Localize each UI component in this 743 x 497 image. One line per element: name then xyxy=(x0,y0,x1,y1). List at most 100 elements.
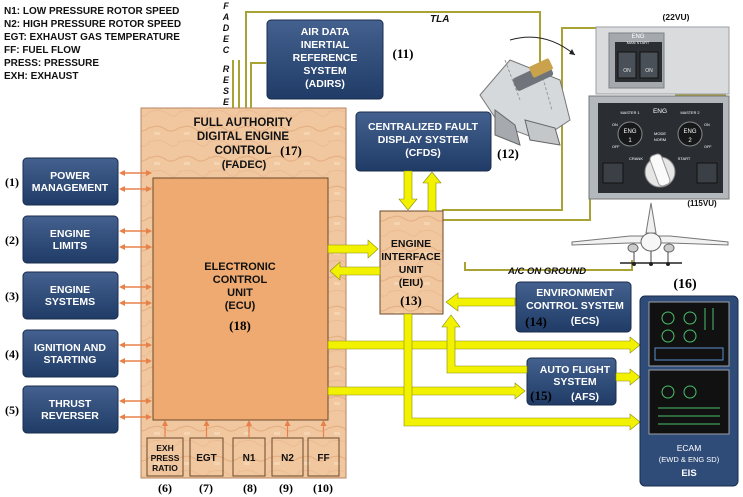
man-start-button-2[interactable] xyxy=(639,51,659,79)
sensor-label: FF xyxy=(317,453,329,464)
ecu-title-line: ELECTRONIC xyxy=(204,261,276,273)
sensor-box: FF(10) xyxy=(307,420,340,495)
sensor-arrowhead xyxy=(284,420,291,426)
sensor-number: (6) xyxy=(158,481,172,495)
start-label: START xyxy=(678,156,691,161)
fadec-reset-letter: E xyxy=(223,97,230,107)
sensor-number: (9) xyxy=(279,481,293,495)
sensor-box: EGT (7) xyxy=(189,420,224,495)
adirs-label: AIR DATAINERTIALREFERENCESYSTEM(ADIRS)(1… xyxy=(293,26,414,90)
afs-title-line: SYSTEM xyxy=(553,376,596,388)
legend-line: EGT: EXHAUST GAS TEMPERATURE xyxy=(4,32,180,43)
cfds-title-line: (CFDS) xyxy=(405,147,441,159)
left-box-number: (2) xyxy=(5,233,19,247)
eng-panel-title: ENG xyxy=(653,108,667,115)
fadec-reset-letter: F xyxy=(223,1,229,11)
eiu-title-line: UNIT xyxy=(399,264,424,276)
cfds-title-line: DISPLAY SYSTEM xyxy=(378,134,469,146)
sensor-arrowhead xyxy=(246,420,252,426)
norm-label: NORM xyxy=(654,137,666,142)
ecs-title-line: ENVIRONMENT xyxy=(536,287,614,299)
fadec-reset-letter: E xyxy=(223,34,230,44)
crank-label: CRANK xyxy=(629,156,643,161)
on-1: ON xyxy=(612,123,618,127)
left-box-label: IGNITION AND xyxy=(34,342,106,354)
crank-button-2[interactable] xyxy=(696,162,718,184)
left-box-label: THRUST xyxy=(49,398,92,410)
man-start-button-1[interactable] xyxy=(617,51,637,79)
fadec-reset-letter: S xyxy=(223,86,229,96)
man-start-on-1: ON xyxy=(623,68,631,74)
sensor-arrowhead xyxy=(320,420,327,426)
arrow-cfds-eiu xyxy=(398,170,418,211)
left-box-number: (4) xyxy=(5,347,19,361)
double-arrow xyxy=(119,186,152,192)
master2-label: MASTER 2 xyxy=(681,111,700,115)
double-arrow xyxy=(119,358,152,364)
sensor-box: N2 (9) xyxy=(271,420,304,495)
sensor-label: N2 xyxy=(281,453,294,464)
left-box-label: ENGINE xyxy=(50,228,90,240)
left-box-number: (3) xyxy=(5,289,19,303)
left-box-bg xyxy=(22,385,119,434)
sensor-box-bg xyxy=(271,437,304,477)
mode-label: MODE xyxy=(654,131,666,136)
tla-link xyxy=(245,11,541,108)
panel-115vu-label: (115VU) xyxy=(687,199,717,208)
afs-number: (15) xyxy=(530,388,552,403)
tla-label: TLA xyxy=(430,14,449,25)
ecu-title-line: UNIT xyxy=(227,287,253,299)
panel-22vu-label: (22VU) xyxy=(663,12,690,22)
adirs-title-line: REFERENCE xyxy=(293,52,358,64)
left-box-label: ENGINE xyxy=(50,284,90,296)
fadec-number: (17) xyxy=(280,143,302,158)
cfds-number: (12) xyxy=(497,146,519,161)
left-box-label: SYSTEMS xyxy=(45,296,95,308)
adirs-box xyxy=(266,19,384,100)
left-box-label: REVERSER xyxy=(41,410,99,422)
left-box-bg xyxy=(22,329,119,378)
fadec-title-line: FULL AUTHORITY xyxy=(193,117,292,129)
sensor-number: (7) xyxy=(199,481,213,495)
ecu-title-line: (ECU) xyxy=(225,300,256,312)
adirs-title-line: (ADIRS) xyxy=(305,78,345,90)
crank-button-1[interactable] xyxy=(602,162,624,184)
ecs-abbr: (ECS) xyxy=(571,315,600,327)
eis-number: (16) xyxy=(673,277,697,292)
cfds-box xyxy=(355,111,492,172)
left-box-bg xyxy=(22,215,119,264)
fadec-reset-letter: E xyxy=(223,75,230,85)
legend-line: N2: HIGH PRESSURE ROTOR SPEED xyxy=(4,19,181,30)
eng1-top: ENG xyxy=(623,129,636,135)
arrow-ecs-eiu xyxy=(445,292,516,312)
man-start-panel: (22VU) ENG MAN START ON ON xyxy=(595,12,730,95)
arrow-ecu-afs xyxy=(327,382,526,400)
double-arrow xyxy=(119,342,152,348)
sensor-label: EGT xyxy=(196,453,217,464)
master-switch-1[interactable] xyxy=(617,121,643,147)
afs-box xyxy=(526,357,617,406)
arrow-afs-eiu xyxy=(441,314,528,374)
left-function-boxes: POWERMANAGEMENT(1)ENGINELIMITS(2)ENGINES… xyxy=(5,157,119,434)
ecu-box xyxy=(152,177,329,421)
legend-line: EXH: EXHAUST xyxy=(4,71,78,82)
sensor-label: EXH xyxy=(156,443,173,453)
master-switch-2[interactable] xyxy=(677,121,703,147)
legend: N1: LOW PRESSURE ROTOR SPEED N2: HIGH PR… xyxy=(4,6,181,82)
ecu-number: (18) xyxy=(229,318,251,333)
aircraft-icon xyxy=(571,202,729,266)
adirs-link xyxy=(250,62,266,108)
fadec-reset-letter: A xyxy=(222,12,230,22)
left-box-label: LIMITS xyxy=(53,240,87,252)
master1-label: MASTER 1 xyxy=(621,111,640,115)
sensor-box-bg xyxy=(307,437,340,477)
left-box-number: (1) xyxy=(5,175,19,189)
